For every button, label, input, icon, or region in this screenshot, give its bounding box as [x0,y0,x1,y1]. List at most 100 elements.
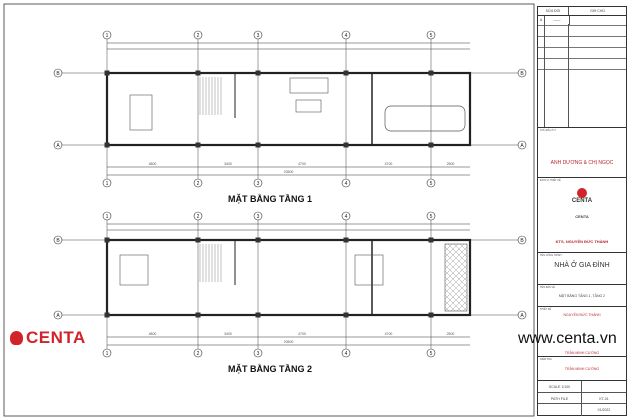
dimension-label: 3400 [224,332,232,336]
owner-label: CHỦ ĐẦU TƯ [540,129,556,132]
dimension-label: 4800 [149,332,157,336]
designer-1: NGUYỄN ĐỨC THÀNH [563,313,601,317]
grid-bubble [517,68,527,78]
column [104,312,110,318]
revision-table: SỬA ĐỔI GHI CHÚ A —— [538,7,626,127]
dimension-label: 2500 [447,332,455,336]
watermark-logo: CENTA [10,328,86,348]
grid-bubble [53,140,63,150]
grid-label: 4 [345,214,348,220]
column [428,70,434,76]
grid-label: 1 [106,33,109,39]
grid-label: 4 [345,181,348,187]
grid-label: 4 [345,33,348,39]
grid-label: A [520,143,524,149]
rev-header-note: GHI CHÚ [590,9,605,13]
director: KTS. NGUYỄN ĐỨC THÀNH [555,239,609,244]
drawing-name: MẶT BẰNG TẦNG 1, TẦNG 2 [558,294,606,298]
plan-2-title: MẶT BẰNG TẦNG 2 [228,364,312,374]
dimension-total: 20500 [284,170,294,174]
grid-bubble [53,310,63,320]
exterior-wall [105,71,472,147]
project-label: TÊN CÔNG TRÌNH [540,254,562,257]
bed [119,254,149,286]
date: 01/2022 [597,408,611,413]
exterior-wall [105,238,472,317]
rev-desc: —— [545,16,570,25]
sheet-border [3,3,535,417]
company-name: CENTA [575,214,589,219]
column [104,237,110,243]
grid-bubble [341,211,351,221]
designer-label: THIẾT KẾ [540,308,552,311]
grid-label: 1 [106,351,109,357]
column [255,142,261,148]
grid-bubble [517,235,527,245]
column [195,70,201,76]
grid-bubble [341,178,351,188]
bed [354,254,384,286]
column [195,142,201,148]
column [428,312,434,318]
dimension-total: 20500 [284,340,294,344]
rev-id: A [538,16,545,25]
column [428,142,434,148]
checker-name: TRẦN MINH CƯỜNG [564,367,600,371]
grid-label: 3 [257,181,260,187]
sheet-number: KT-01 [582,393,626,405]
grid-bubble [53,68,63,78]
grid-label: 5 [430,181,433,187]
grid-label: 1 [106,214,109,220]
grid-bubble [193,348,203,358]
dimension-label: 4700 [385,332,393,336]
grid-bubble [426,30,436,40]
grid-bubble [517,140,527,150]
grid-label: 4 [345,351,348,357]
column [104,142,110,148]
project-name: NHÀ Ở GIA ĐÌNH [554,262,610,269]
grid-label: 5 [430,214,433,220]
grid-label: 3 [257,351,260,357]
grid-label: B [56,71,60,77]
column [343,142,349,148]
grid-label: B [520,238,524,244]
column [195,237,201,243]
grid-label: B [520,71,524,77]
checker-section: KIỂM TRA TRẦN MINH CƯỜNG [538,356,626,380]
grid-label: 3 [257,214,260,220]
column [255,70,261,76]
grid-label: A [520,313,524,319]
grid-label: 2 [197,33,200,39]
company-logo-text: CENTA [571,198,593,204]
project-section: TÊN CÔNG TRÌNH NHÀ Ở GIA ĐÌNH [538,252,626,284]
balcony-hatch [444,243,468,312]
designer-section: THIẾT KẾ NGUYỄN ĐỨC THÀNH TRẦN MINH CƯỜN… [538,306,626,356]
drawing-name-section: TÊN BẢN VẼ MẶT BẰNG TẦNG 1, TẦNG 2 [538,284,626,306]
column [255,237,261,243]
dining-table [129,94,153,131]
grid-bubble [426,211,436,221]
grid-bubble [426,348,436,358]
column [428,237,434,243]
grid-bubble [193,178,203,188]
company-section: ĐƠN VỊ THIẾT KẾ CENTA CENTA KTS. NGUYỄN … [538,177,626,252]
grid-label: 2 [197,351,200,357]
dimension-label: 4800 [149,162,157,166]
company-logo-icon [577,188,587,198]
owner-name: ANH DƯƠNG & CHỊ NGỌC [550,160,614,166]
column [104,70,110,76]
checker-label: KIỂM TRA [540,358,552,361]
grid-label: 5 [430,351,433,357]
grid-label: 5 [430,33,433,39]
column [255,312,261,318]
sofa [289,77,329,94]
grid-bubble [53,235,63,245]
grid-bubble [517,310,527,320]
grid-label: 1 [106,181,109,187]
coffee-table [295,99,322,113]
dimension-label: 4700 [298,162,306,166]
